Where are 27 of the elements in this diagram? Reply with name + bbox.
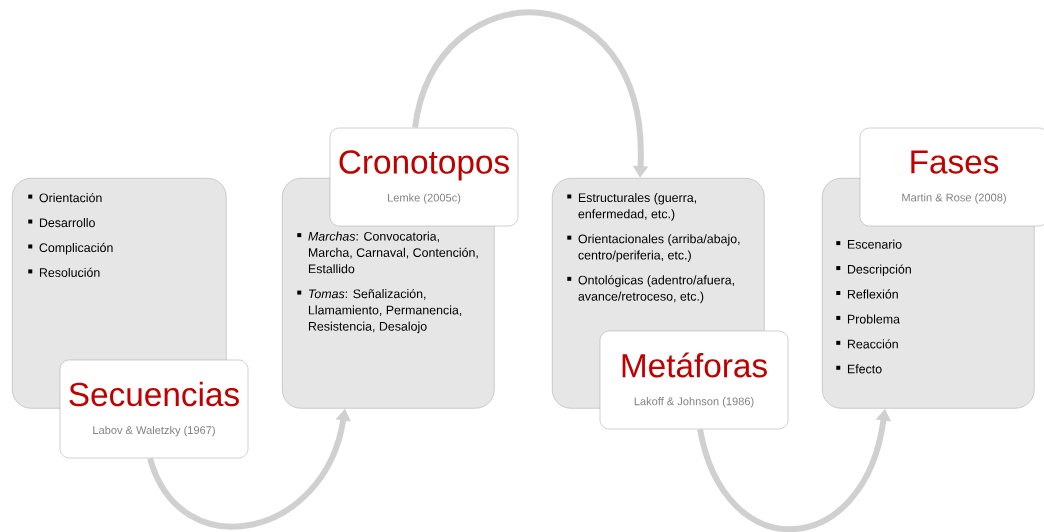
bullet-item: Orientación: [28, 192, 102, 203]
bullet-item: Tomas: Señalización, Llamamiento, Permanencia, Resistencia, Desalojo: [297, 288, 462, 334]
citation: Lakoff & Johnson (1986): [634, 397, 754, 408]
title-card: [59, 359, 249, 459]
citation: Martin & Rose (2008): [902, 193, 1006, 204]
bullet-item: Marchas: Convocatoria, Marcha, Carnaval, Contención, Estallido: [297, 231, 478, 274]
bullet-item: Descripción: [836, 264, 911, 277]
bullet-item: Escenario: [836, 239, 902, 249]
bullet-item: Orientacionales (arriba/abajo, centro/periferia, etc.): [567, 234, 740, 262]
bullet-item: Reflexión: [836, 289, 898, 299]
title-card: [859, 127, 1044, 227]
bullet-item: Ontológicas (adentro/afuera, avance/retroceso, etc.): [567, 275, 734, 304]
bullet-item: Desarrollo: [28, 218, 95, 228]
title-card: [329, 127, 519, 227]
card-title: Secuencias: [69, 381, 239, 407]
bullet-item: Efecto: [836, 364, 882, 374]
card-title: Fases: [911, 150, 999, 174]
citation: Lemke (2005c): [388, 193, 461, 204]
card-title: Cronotopos: [339, 150, 509, 181]
bullet-item: Reacción: [836, 339, 898, 349]
citation: Labov & Waletzky (1967): [93, 425, 215, 437]
bullet-item: Resolución: [28, 267, 100, 277]
title-card: [599, 330, 789, 430]
bullet-item: Estructurales (guerra, enfermedad, etc.): [567, 192, 696, 221]
bullet-item: Complicación: [28, 242, 113, 255]
bullet-item: Problema: [836, 314, 900, 324]
card-title: Metáforas: [622, 352, 767, 378]
